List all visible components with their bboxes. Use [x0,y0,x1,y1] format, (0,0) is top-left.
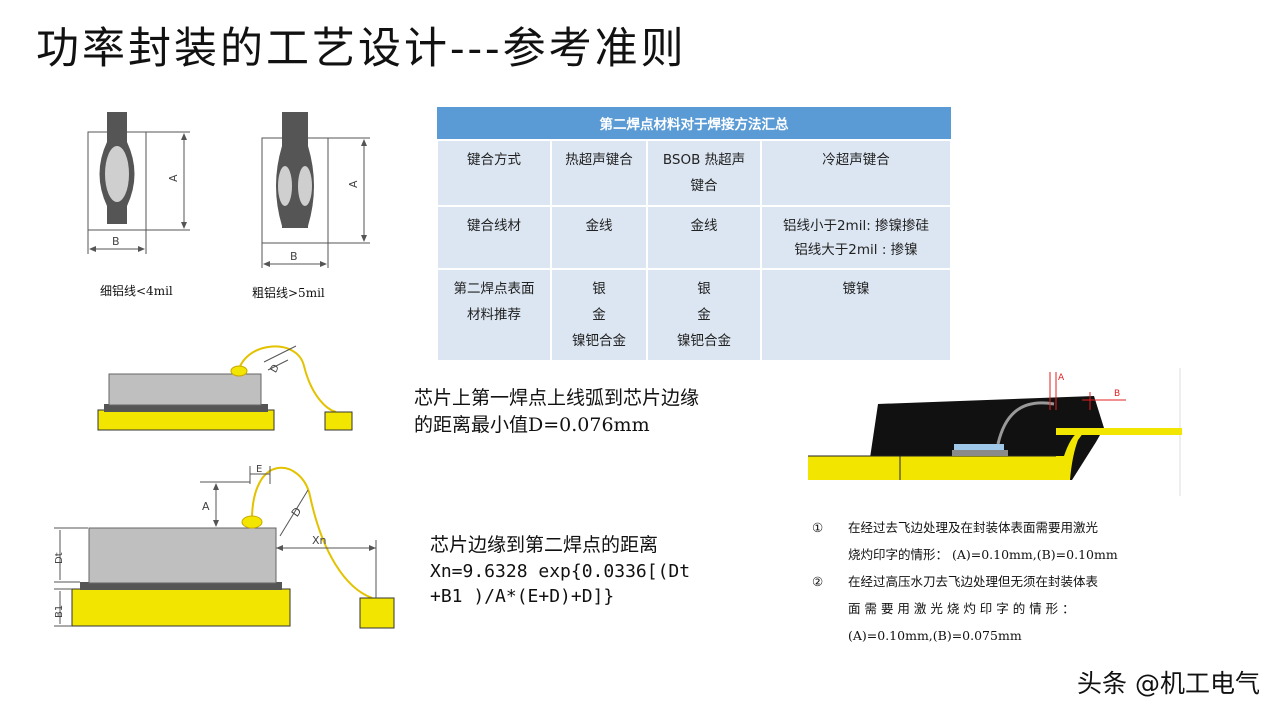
table-cell: 第二焊点表面材料推荐 [436,268,552,362]
table-row: 键合线材 金线 金线 铝线小于2mil: 掺镍掺硅 铝线大于2mil : 掺镍 [436,205,952,270]
annotation-text: 烧灼印字的情形： (A)=0.10mm,(B)=0.10mm [848,547,1118,562]
diagram2-label-a: A [202,500,210,513]
package-cross-section: A B [808,368,1182,496]
note1-line2: 的距离最小值D=0.076mm [414,414,650,436]
table-cell: 银 金 镍钯合金 [550,268,648,362]
bonding-method-table: 第二焊点材料对于焊接方法汇总 键合方式 热超声键合 BSOB 热超声键合 冷超声… [436,107,952,362]
second-bond-note: 芯片边缘到第二焊点的距离 Xn=9.6328 exp{0.0336[(Dt +B… [430,532,690,609]
process-annotations: ① 在经过去飞边处理及在封装体表面需要用激光 烧灼印字的情形： (A)=0.10m… [812,514,1118,649]
table-cell: 金线 [646,205,762,270]
diagram3-label-b: B [1114,389,1120,399]
diagram2-label-b1: B1 [54,605,65,618]
thin-label-a: A [167,174,180,182]
watermark: 头条 @机工电气 [1077,669,1260,698]
thick-wire-diagram: A B [261,112,370,268]
first-bond-note: 芯片上第一焊点上线弧到芯片边缘 的距离最小值D=0.076mm [414,385,699,439]
thick-label-a: A [347,180,360,188]
annotation-item-2: ② 在经过高压水刀去飞边处理但无须在封装体表 [812,568,1118,595]
table-cell: 金线 [550,205,648,270]
page-title: 功率封装的工艺设计---参考准则 [36,24,687,74]
second-bond-diagram: E A D Xn Dt B1 [54,464,395,629]
note2-formula-line1: Xn=9.6328 exp{0.0336[(Dt [430,561,691,582]
annotation-number: ① [812,520,824,535]
table-header-row: 第二焊点材料对于焊接方法汇总 [437,107,951,140]
annotation-text: (A)=0.10mm,(B)=0.075mm [848,628,1022,643]
diagram2-label-dt: Dt [54,552,65,564]
thin-wire-diagram: A B [87,112,190,254]
annotation-text: 在经过去飞边处理及在封装体表面需要用激光 [848,520,1099,535]
thick-wire-caption: 粗铝线>5mil [252,286,325,300]
thick-label-b: B [290,250,298,263]
table-cell: 热超声键合 [550,139,648,207]
table-title: 第二焊点材料对于焊接方法汇总 [437,107,951,140]
diagram2-label-xn: Xn [312,534,327,547]
annotation-item-1: ① 在经过去飞边处理及在封装体表面需要用激光 [812,514,1118,541]
table-cell: 键合线材 [436,205,552,270]
thin-label-b: B [112,235,120,248]
annotation-number: ② [812,574,824,589]
table-cell: 银 金 镍钯合金 [646,268,762,362]
table-cell: BSOB 热超声键合 [646,139,762,207]
diagram2-label-e: E [256,464,262,475]
table-cell: 镀镍 [760,268,952,362]
diagram3-label-a: A [1058,373,1065,383]
table-cell: 铝线小于2mil: 掺镍掺硅 铝线大于2mil : 掺镍 [760,205,952,270]
first-bond-diagram: D [97,345,353,431]
table-row: 键合方式 热超声键合 BSOB 热超声键合 冷超声键合 [436,139,952,207]
note2-formula-line2: +B1 )/A*(E+D)+D]} [430,586,615,607]
table-row: 第二焊点表面材料推荐 银 金 镍钯合金 银 金 镍钯合金 镀镍 [436,268,952,362]
table-cell: 冷超声键合 [760,139,952,207]
thin-wire-caption: 细铝线<4mil [100,284,173,298]
table-cell: 键合方式 [436,139,552,207]
annotation-text: 面 需 要 用 激 光 烧 灼 印 字 的 情 形 ： [848,601,1075,616]
note2-line1: 芯片边缘到第二焊点的距离 [430,534,659,556]
note1-line1: 芯片上第一焊点上线弧到芯片边缘 [414,387,700,409]
annotation-text: 在经过高压水刀去飞边处理但无须在封装体表 [848,574,1099,589]
